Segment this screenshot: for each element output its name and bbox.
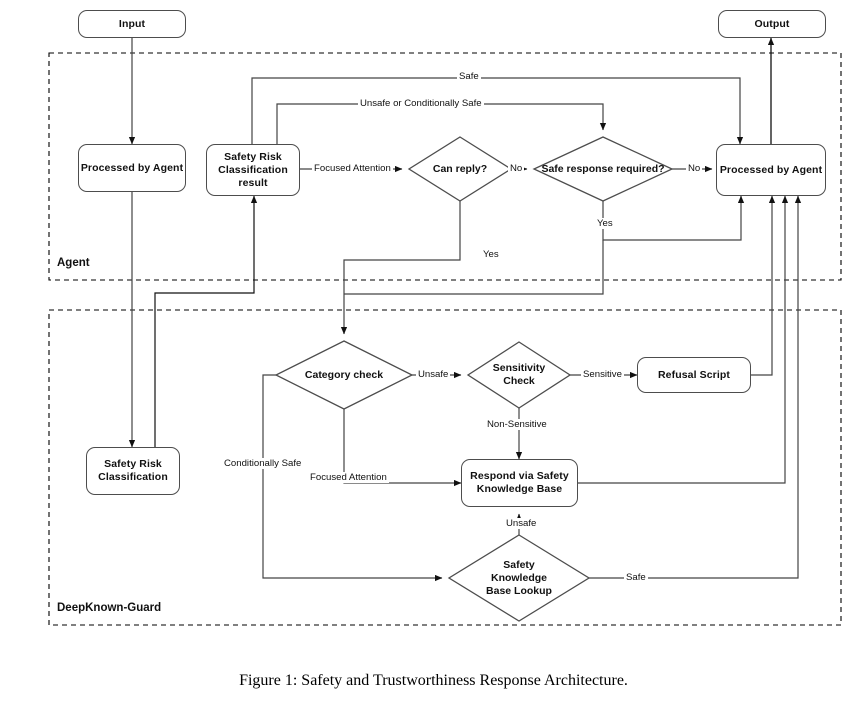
node-refusal-script[interactable]: Refusal Script xyxy=(637,357,751,393)
group-box-agent xyxy=(48,52,842,281)
group-label-agent: Agent xyxy=(57,257,90,269)
edge-label-yes-safe-response: Yes xyxy=(595,218,615,229)
edge-label-unsafe-lookup: Unsafe xyxy=(504,518,539,529)
node-output-label: Output xyxy=(754,17,790,30)
edge-label-focused-attention-bottom: Focused Attention xyxy=(308,472,389,483)
decision-safe-response-required xyxy=(532,136,674,202)
edge-label-no-can-reply: No xyxy=(508,163,525,174)
node-safety-risk-classification-result[interactable]: Safety Risk Classification result xyxy=(206,144,300,196)
node-input[interactable]: Input xyxy=(78,10,186,38)
node-rvskb-line-2: Knowledge Base xyxy=(476,483,563,495)
edge-label-safe-lookup: Safe xyxy=(624,572,648,583)
node-respond-via-safety-knowledge-base[interactable]: Respond via Safety Knowledge Base xyxy=(461,459,578,507)
node-rvskb-line-1: Respond via Safety xyxy=(470,470,569,482)
node-processed-by-agent-right-label: Processed by Agent xyxy=(719,163,823,176)
edge-srclass-to-srclass-result xyxy=(154,195,258,447)
edge-unsafe-or-cond-to-safe-response xyxy=(276,103,607,144)
node-processed-by-agent-right[interactable]: Processed by Agent xyxy=(716,144,826,196)
edge-label-sensitive: Sensitive xyxy=(581,369,624,380)
edge-conditionally-safe xyxy=(262,374,443,582)
edge-label-conditionally-safe: Conditionally Safe xyxy=(222,458,304,469)
edge-label-unsafe-or-conditionally-safe: Unsafe or Conditionally Safe xyxy=(358,98,484,109)
edge-label-unsafe-category: Unsafe xyxy=(416,369,451,380)
node-refusal-script-label: Refusal Script xyxy=(657,368,730,381)
edge-label-non-sensitive: Non-Sensitive xyxy=(485,419,549,430)
node-safety-risk-classification[interactable]: Safety Risk Classification xyxy=(86,447,180,495)
group-box-deepknown-guard xyxy=(48,309,842,626)
group-label-deepknown-guard: DeepKnown-Guard xyxy=(57,602,162,614)
edge-can-reply-yes xyxy=(340,201,461,335)
node-src-line-1: Safety Risk xyxy=(104,458,162,470)
decision-can-reply xyxy=(407,136,513,202)
decision-sensitivity-check xyxy=(466,341,572,409)
node-output[interactable]: Output xyxy=(718,10,826,38)
edge-label-yes-can-reply: Yes xyxy=(481,249,501,260)
edge-safe-to-processed-right xyxy=(251,77,744,145)
decision-safety-kb-lookup xyxy=(447,534,591,622)
node-srcr-line-1: Safety Risk xyxy=(224,150,282,163)
node-processed-by-agent-left-label: Processed by Agent xyxy=(80,161,184,174)
edge-refusal-to-processed-right xyxy=(751,195,776,376)
edge-label-focused-attention-top: Focused Attention xyxy=(312,163,393,174)
edge-label-no-safe-response: No xyxy=(686,163,703,174)
node-src-line-2: Classification xyxy=(98,471,168,483)
node-input-label: Input xyxy=(118,17,146,30)
edge-kblookup-safe-to-processed-right xyxy=(589,195,802,579)
figure-caption: Figure 1: Safety and Trustworthiness Res… xyxy=(239,672,628,689)
decision-category-check xyxy=(274,340,414,410)
node-srcr-line-2: Classification result xyxy=(218,163,288,189)
edge-safe-response-yes xyxy=(602,195,745,241)
edge-label-safe-top: Safe xyxy=(457,71,481,82)
edge-category-focused-attention xyxy=(343,409,462,487)
edge-safe-response-yes-to-guard xyxy=(344,240,604,295)
node-processed-by-agent-left[interactable]: Processed by Agent xyxy=(78,144,186,192)
edge-respond-kb-to-processed-right xyxy=(578,195,789,484)
